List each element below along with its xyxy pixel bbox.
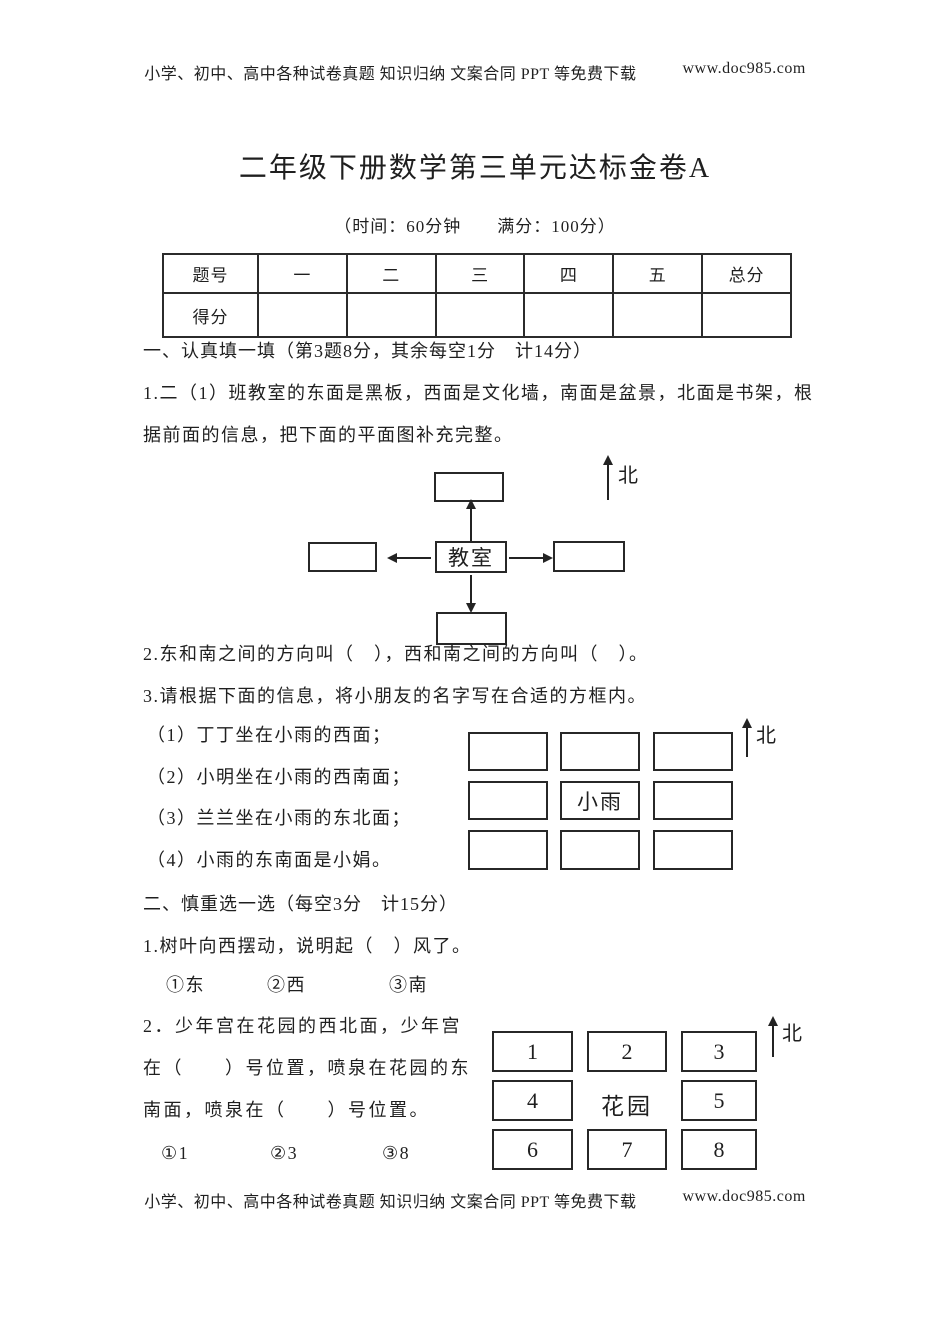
- score-cell: [345, 292, 437, 338]
- seat-center-label: 小雨: [577, 789, 623, 814]
- score-table: 题号 一 二 三 四 五 总分 得分: [162, 253, 792, 338]
- garden-cell-2: 2: [587, 1031, 667, 1072]
- north-label: 北: [618, 465, 638, 487]
- arrow-down-icon: [466, 603, 476, 613]
- footer-promo-text: 小学、初中、高中各种试卷真题 知识归纳 文案合同 PPT 等免费下载: [144, 1194, 637, 1211]
- arrow-down-icon: [470, 575, 472, 607]
- option-item: ①1: [161, 1143, 190, 1163]
- garden-cell-number: 6: [527, 1136, 538, 1162]
- option-item: ③8: [382, 1143, 411, 1163]
- exam-info: （时间：60分钟 满分：100分）: [334, 217, 616, 236]
- clue-item-1: （1）丁丁坐在小雨的西面；: [147, 725, 392, 745]
- score-cell: [612, 292, 704, 338]
- score-cell: [434, 292, 526, 338]
- classroom-center-label: 教室: [448, 546, 494, 570]
- score-header-cell: 题号: [162, 253, 259, 294]
- choice-question-1: 1.树叶向西摆动，说明起（ ）风了。: [143, 936, 472, 956]
- score-header-cell: 五: [612, 253, 704, 294]
- seat-answer-box: [468, 732, 548, 771]
- page-header: 小学、初中、高中各种试卷真题 知识归纳 文案合同 PPT 等免费下载 www.d…: [0, 60, 950, 84]
- question-1-text-line1: 1.二（1）班教室的东面是黑板，西面是文化墙，南面是盆景，北面是书架，根: [143, 383, 814, 403]
- seat-answer-box: [560, 732, 640, 771]
- arrow-left-icon: [387, 553, 397, 563]
- arrow-left-icon: [395, 557, 431, 559]
- arrow-right-icon: [543, 553, 553, 563]
- north-arrow-icon: [772, 1024, 774, 1057]
- classroom-center-box: 教室: [435, 541, 507, 573]
- score-header-cell: 三: [434, 253, 526, 294]
- page-footer: 小学、初中、高中各种试卷真题 知识归纳 文案合同 PPT 等免费下载 www.d…: [0, 1188, 950, 1212]
- clue-item-2: （2）小明坐在小雨的西南面；: [147, 767, 411, 787]
- seat-answer-box: [468, 781, 548, 820]
- option-item: ②3: [270, 1143, 299, 1163]
- classroom-north-answer-box: [434, 472, 504, 502]
- score-table-header-row: 题号 一 二 三 四 五 总分: [162, 253, 792, 294]
- score-header-cell: 二: [345, 253, 437, 294]
- garden-cell-number: 7: [621, 1136, 633, 1162]
- north-label: 北: [782, 1023, 802, 1045]
- garden-cell-number: 2: [621, 1038, 633, 1064]
- garden-cell-5: 5: [681, 1080, 757, 1121]
- page-title: 二年级下册数学第三单元达标金卷A: [238, 153, 712, 184]
- clue-item-4: （4）小雨的东南面是小娟。: [147, 850, 392, 870]
- question-1-text-line2: 据前面的信息，把下面的平面图补充完整。: [143, 425, 514, 445]
- garden-cell-4: 4: [492, 1080, 573, 1121]
- garden-cell-number: 3: [713, 1038, 725, 1064]
- north-arrow-icon: [768, 1016, 778, 1026]
- seat-answer-box: [468, 830, 548, 870]
- score-table-score-row: 得分: [162, 292, 792, 338]
- classroom-west-answer-box: [308, 542, 377, 572]
- seat-answer-box: [653, 830, 733, 870]
- choice-question-2-line1: 2．少年宫在花园的西北面，少年宫: [143, 1016, 462, 1036]
- option-item: ③南: [389, 975, 428, 995]
- seat-answer-box: [653, 781, 733, 820]
- option-item: ①东: [166, 975, 205, 995]
- north-arrow-icon: [746, 726, 748, 757]
- question-3-text: 3.请根据下面的信息，将小朋友的名字写在合适的方框内。: [143, 686, 647, 706]
- garden-cell-number: 1: [527, 1038, 538, 1064]
- north-arrow-icon: [607, 464, 609, 500]
- section-one-heading: 一、认真填一填（第3题8分，其余每空1分 计14分）: [143, 341, 592, 361]
- clue-item-3: （3）兰兰坐在小雨的东北面；: [147, 808, 411, 828]
- garden-cell-8: 8: [681, 1129, 757, 1170]
- score-header-cell: 总分: [701, 253, 792, 294]
- garden-cell-3: 3: [681, 1031, 757, 1072]
- score-header-cell: 一: [257, 253, 348, 294]
- score-row-label: 得分: [162, 292, 259, 338]
- garden-cell-number: 4: [527, 1087, 538, 1113]
- seat-answer-box: [560, 830, 640, 870]
- option-item: ②西: [267, 975, 306, 995]
- header-promo-text: 小学、初中、高中各种试卷真题 知识归纳 文案合同 PPT 等免费下载: [144, 66, 637, 83]
- north-arrow-icon: [603, 455, 613, 465]
- footer-site-url: www.doc985.com: [682, 1188, 806, 1205]
- score-cell: [701, 292, 792, 338]
- classroom-east-answer-box: [553, 541, 625, 572]
- header-site-url: www.doc985.com: [682, 60, 806, 77]
- question-2-text: 2.东和南之间的方向叫（ ），西和南之间的方向叫（ ）。: [143, 644, 649, 664]
- score-cell: [257, 292, 348, 338]
- arrow-up-icon: [470, 507, 472, 541]
- seat-center-box: 小雨: [560, 781, 640, 820]
- score-cell: [523, 292, 615, 338]
- arrow-right-icon: [509, 557, 545, 559]
- arrow-up-icon: [466, 499, 476, 509]
- choice-question-2-line2: 在（ ）号位置，喷泉在花园的东: [143, 1058, 471, 1078]
- garden-cell-6: 6: [492, 1129, 573, 1170]
- section-two-heading: 二、慎重选一选（每空3分 计15分）: [143, 894, 458, 914]
- north-label: 北: [756, 725, 776, 747]
- garden-cell-number: 8: [713, 1136, 725, 1162]
- garden-cell-7: 7: [587, 1129, 667, 1170]
- seat-answer-box: [653, 732, 733, 771]
- choice-question-2-line3: 南面，喷泉在（ ）号位置。: [143, 1100, 430, 1120]
- north-arrow-icon: [742, 718, 752, 728]
- garden-center-label: 花园: [601, 1094, 653, 1119]
- score-header-cell: 四: [523, 253, 615, 294]
- garden-cell-1: 1: [492, 1031, 573, 1072]
- garden-cell-number: 5: [713, 1087, 725, 1113]
- classroom-south-answer-box: [436, 612, 507, 645]
